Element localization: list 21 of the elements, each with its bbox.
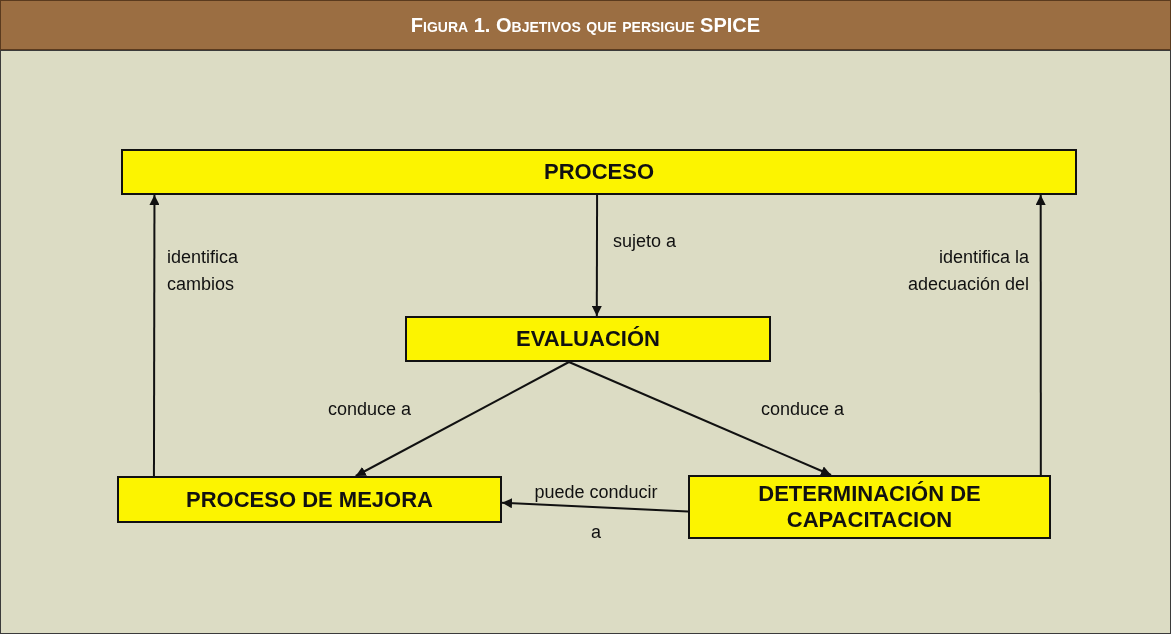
process-box xyxy=(688,475,1051,539)
process-box xyxy=(121,149,1077,195)
edge-label: conduce a xyxy=(326,398,411,421)
arrow xyxy=(1035,194,1046,476)
edge-label: conduce a xyxy=(761,398,846,421)
box-label: EVALUACIÓN xyxy=(516,326,660,352)
arrow xyxy=(591,194,602,317)
box-label: DETERMINACIÓN DE CAPACITACION xyxy=(757,481,982,533)
figure-title: Figura 1. Objetivos que persigue SPICE xyxy=(410,13,761,37)
arrow xyxy=(354,361,570,477)
edge-label: puede conducir a xyxy=(533,481,659,544)
arrow xyxy=(149,194,160,477)
process-box xyxy=(405,316,771,362)
arrow xyxy=(567,361,832,476)
box-label: PROCESO xyxy=(544,159,654,185)
edge-label: identifica cambios xyxy=(167,246,240,296)
process-box xyxy=(117,476,502,523)
box-label: PROCESO DE MEJORA xyxy=(186,486,433,513)
edge-label: sujeto a xyxy=(613,230,678,253)
edge-label: identifica la adecuación del xyxy=(906,246,1029,296)
arrow xyxy=(501,498,689,513)
